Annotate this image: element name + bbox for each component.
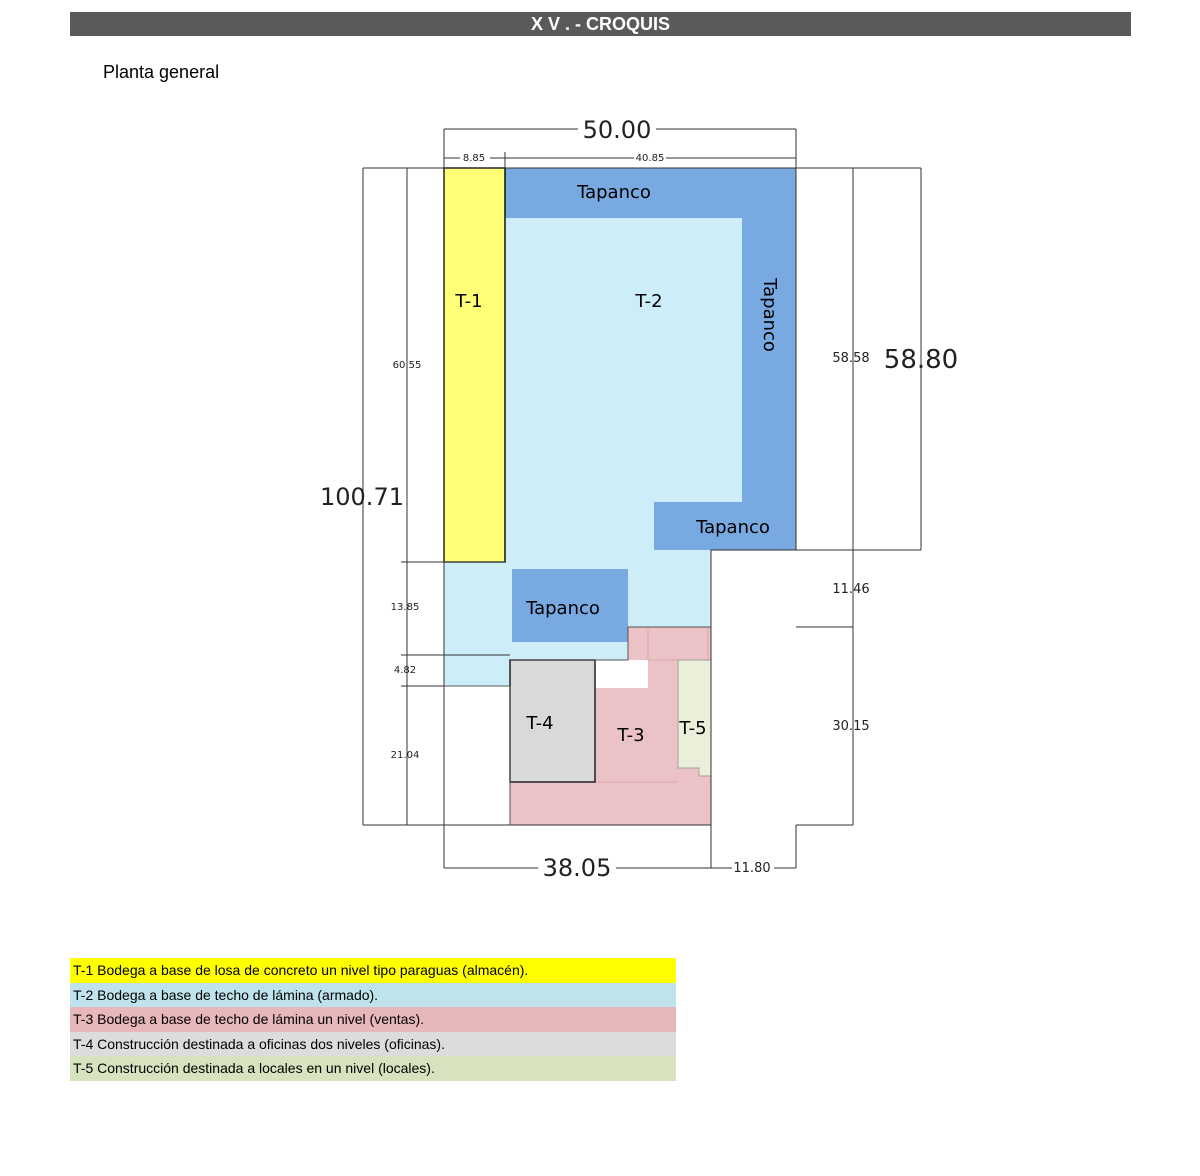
area-tapanco-mid [654,502,742,550]
legend-item-t2: T-2 Bodega a base de techo de lámina (ar… [70,982,676,1007]
dim-right-total: 58.80 [884,345,958,375]
dim-top-right: 40.85 [636,153,665,164]
dim-total-top: 50.00 [583,116,652,144]
legend-item-t3: T-3 Bodega a base de techo de lámina un … [70,1007,676,1032]
label-t2: T-2 [634,291,662,312]
area-t2 [444,168,796,686]
floor-plan: T-1 T-2 T-3 T-4 T-5 Tapanco Tapanco Tapa… [320,116,958,882]
area-tapanco-top [505,168,796,218]
dim-bottom-total: 38.05 [543,854,612,882]
area-t4 [509,659,596,783]
label-t1: T-1 [454,291,482,312]
label-tapanco-right: Tapanco [759,277,780,352]
dim-right-lower: 30.15 [832,719,869,734]
dim-top-left-bg [460,152,490,163]
label-t4: T-4 [525,713,553,734]
dim-right-step: 11.46 [832,582,869,597]
dim-left-2: 13.85 [391,602,420,613]
label-tapanco-low: Tapanco [525,598,600,619]
label-tapanco-top: Tapanco [576,182,651,203]
area-tapanco-low [512,569,628,642]
adjacent-outline [795,626,853,868]
area-t1 [443,167,506,563]
dim-total-left: 100.71 [320,483,404,511]
dim-left-1: 60.55 [393,360,422,371]
area-t3 [510,627,711,825]
dim-right-inner: 58.58 [832,351,869,366]
dim-bottom-right: 11.80 [733,861,770,876]
label-tapanco-mid: Tapanco [695,517,770,538]
dim-top-left: 8.85 [463,153,485,164]
dimension-lines [362,128,922,869]
dim-left-3: 4.82 [394,665,416,676]
label-t5: T-5 [678,718,706,739]
area-tapanco-right [742,218,796,550]
page-header: X V . - CROQUIS [70,12,1131,36]
dim-top-right-bg [634,152,666,163]
legend-item-t4: T-4 Construcción destinada a oficinas do… [70,1031,676,1056]
dim-left-4: 21.04 [391,750,420,761]
label-t3: T-3 [616,725,644,746]
outline-inner-3 [510,626,711,661]
page-subtitle: Planta general [103,62,220,82]
legend-item-t5: T-5 Construcción destinada a locales en … [70,1056,676,1081]
dim-total-top-bg [578,118,656,140]
legend-item-t1: T-1 Bodega a base de losa de concreto un… [70,958,676,983]
legend: T-1 Bodega a base de losa de concreto un… [70,958,676,1081]
dim-bottom-total-bg [538,856,616,880]
header-title: X V . - CROQUIS [530,14,671,34]
dim-bottom-right-bg [732,861,774,875]
